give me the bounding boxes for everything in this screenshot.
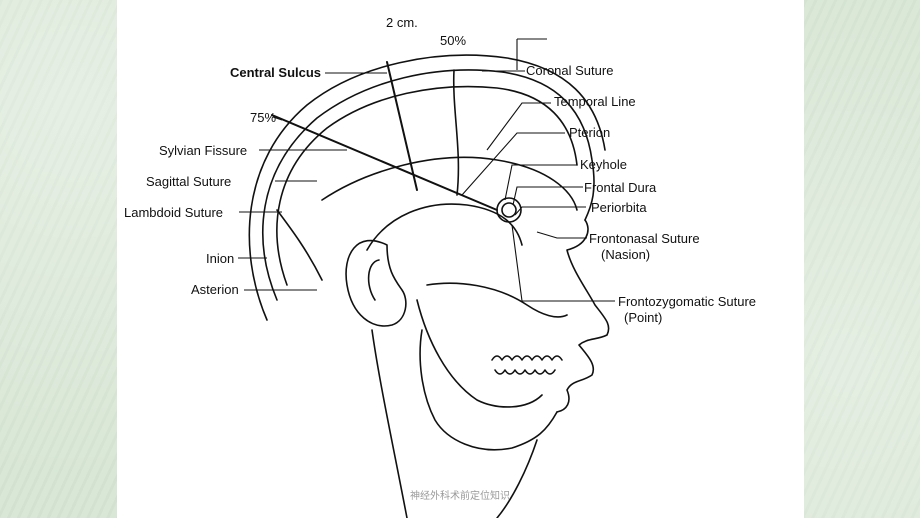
neck-line-back — [371, 329, 408, 518]
label-point: (Point) — [624, 310, 662, 325]
label-lambdoid-suture: Lambdoid Suture — [124, 205, 223, 220]
scalp-outline — [248, 54, 606, 321]
coronal-suture-line — [452, 69, 460, 196]
label-seventy-five-percent: 75% — [250, 110, 276, 125]
temporal-line-curve — [321, 156, 578, 211]
skull-diagram: 2 cm. 50% Central Sulcus 75% Sylvian Fis… — [124, 15, 756, 518]
temporal-squama — [366, 203, 523, 251]
label-temporal-line: Temporal Line — [554, 94, 636, 109]
cheek — [426, 282, 568, 318]
brain-outline — [276, 85, 578, 286]
label-sagittal-suture: Sagittal Suture — [146, 174, 231, 189]
neck-line — [496, 439, 538, 518]
label-periorbita: Periorbita — [591, 200, 647, 215]
label-frontal-dura: Frontal Dura — [584, 180, 657, 195]
label-frontonasal-suture: Frontonasal Suture — [589, 231, 700, 246]
sylvian-fissure-line — [271, 114, 498, 211]
ear — [345, 239, 407, 327]
face-profile — [556, 219, 610, 413]
slide: 2 cm. 50% Central Sulcus 75% Sylvian Fis… — [117, 0, 804, 518]
label-sylvian-fissure: Sylvian Fissure — [159, 143, 247, 158]
mandible — [416, 299, 543, 408]
label-keyhole: Keyhole — [580, 157, 627, 172]
label-two-cm: 2 cm. — [386, 15, 418, 30]
label-fifty-percent: 50% — [440, 33, 466, 48]
label-coronal-suture: Coronal Suture — [526, 63, 613, 78]
teeth-lower — [494, 369, 556, 375]
skull-outline — [262, 69, 595, 301]
teeth-upper — [491, 355, 563, 361]
footer-text: 神经外科术前定位知识 — [410, 491, 510, 502]
jaw-outline — [419, 329, 558, 451]
central-sulcus-line — [386, 61, 418, 191]
orbit — [496, 197, 522, 223]
label-inion: Inion — [206, 251, 234, 266]
label-asterion: Asterion — [191, 282, 239, 297]
label-central-sulcus: Central Sulcus — [230, 65, 321, 80]
label-pterion: Pterion — [569, 125, 610, 140]
lambdoid-suture-line — [276, 209, 323, 281]
label-frontozygomatic-suture: Frontozygomatic Suture — [618, 294, 756, 309]
label-nasion: (Nasion) — [601, 247, 650, 262]
